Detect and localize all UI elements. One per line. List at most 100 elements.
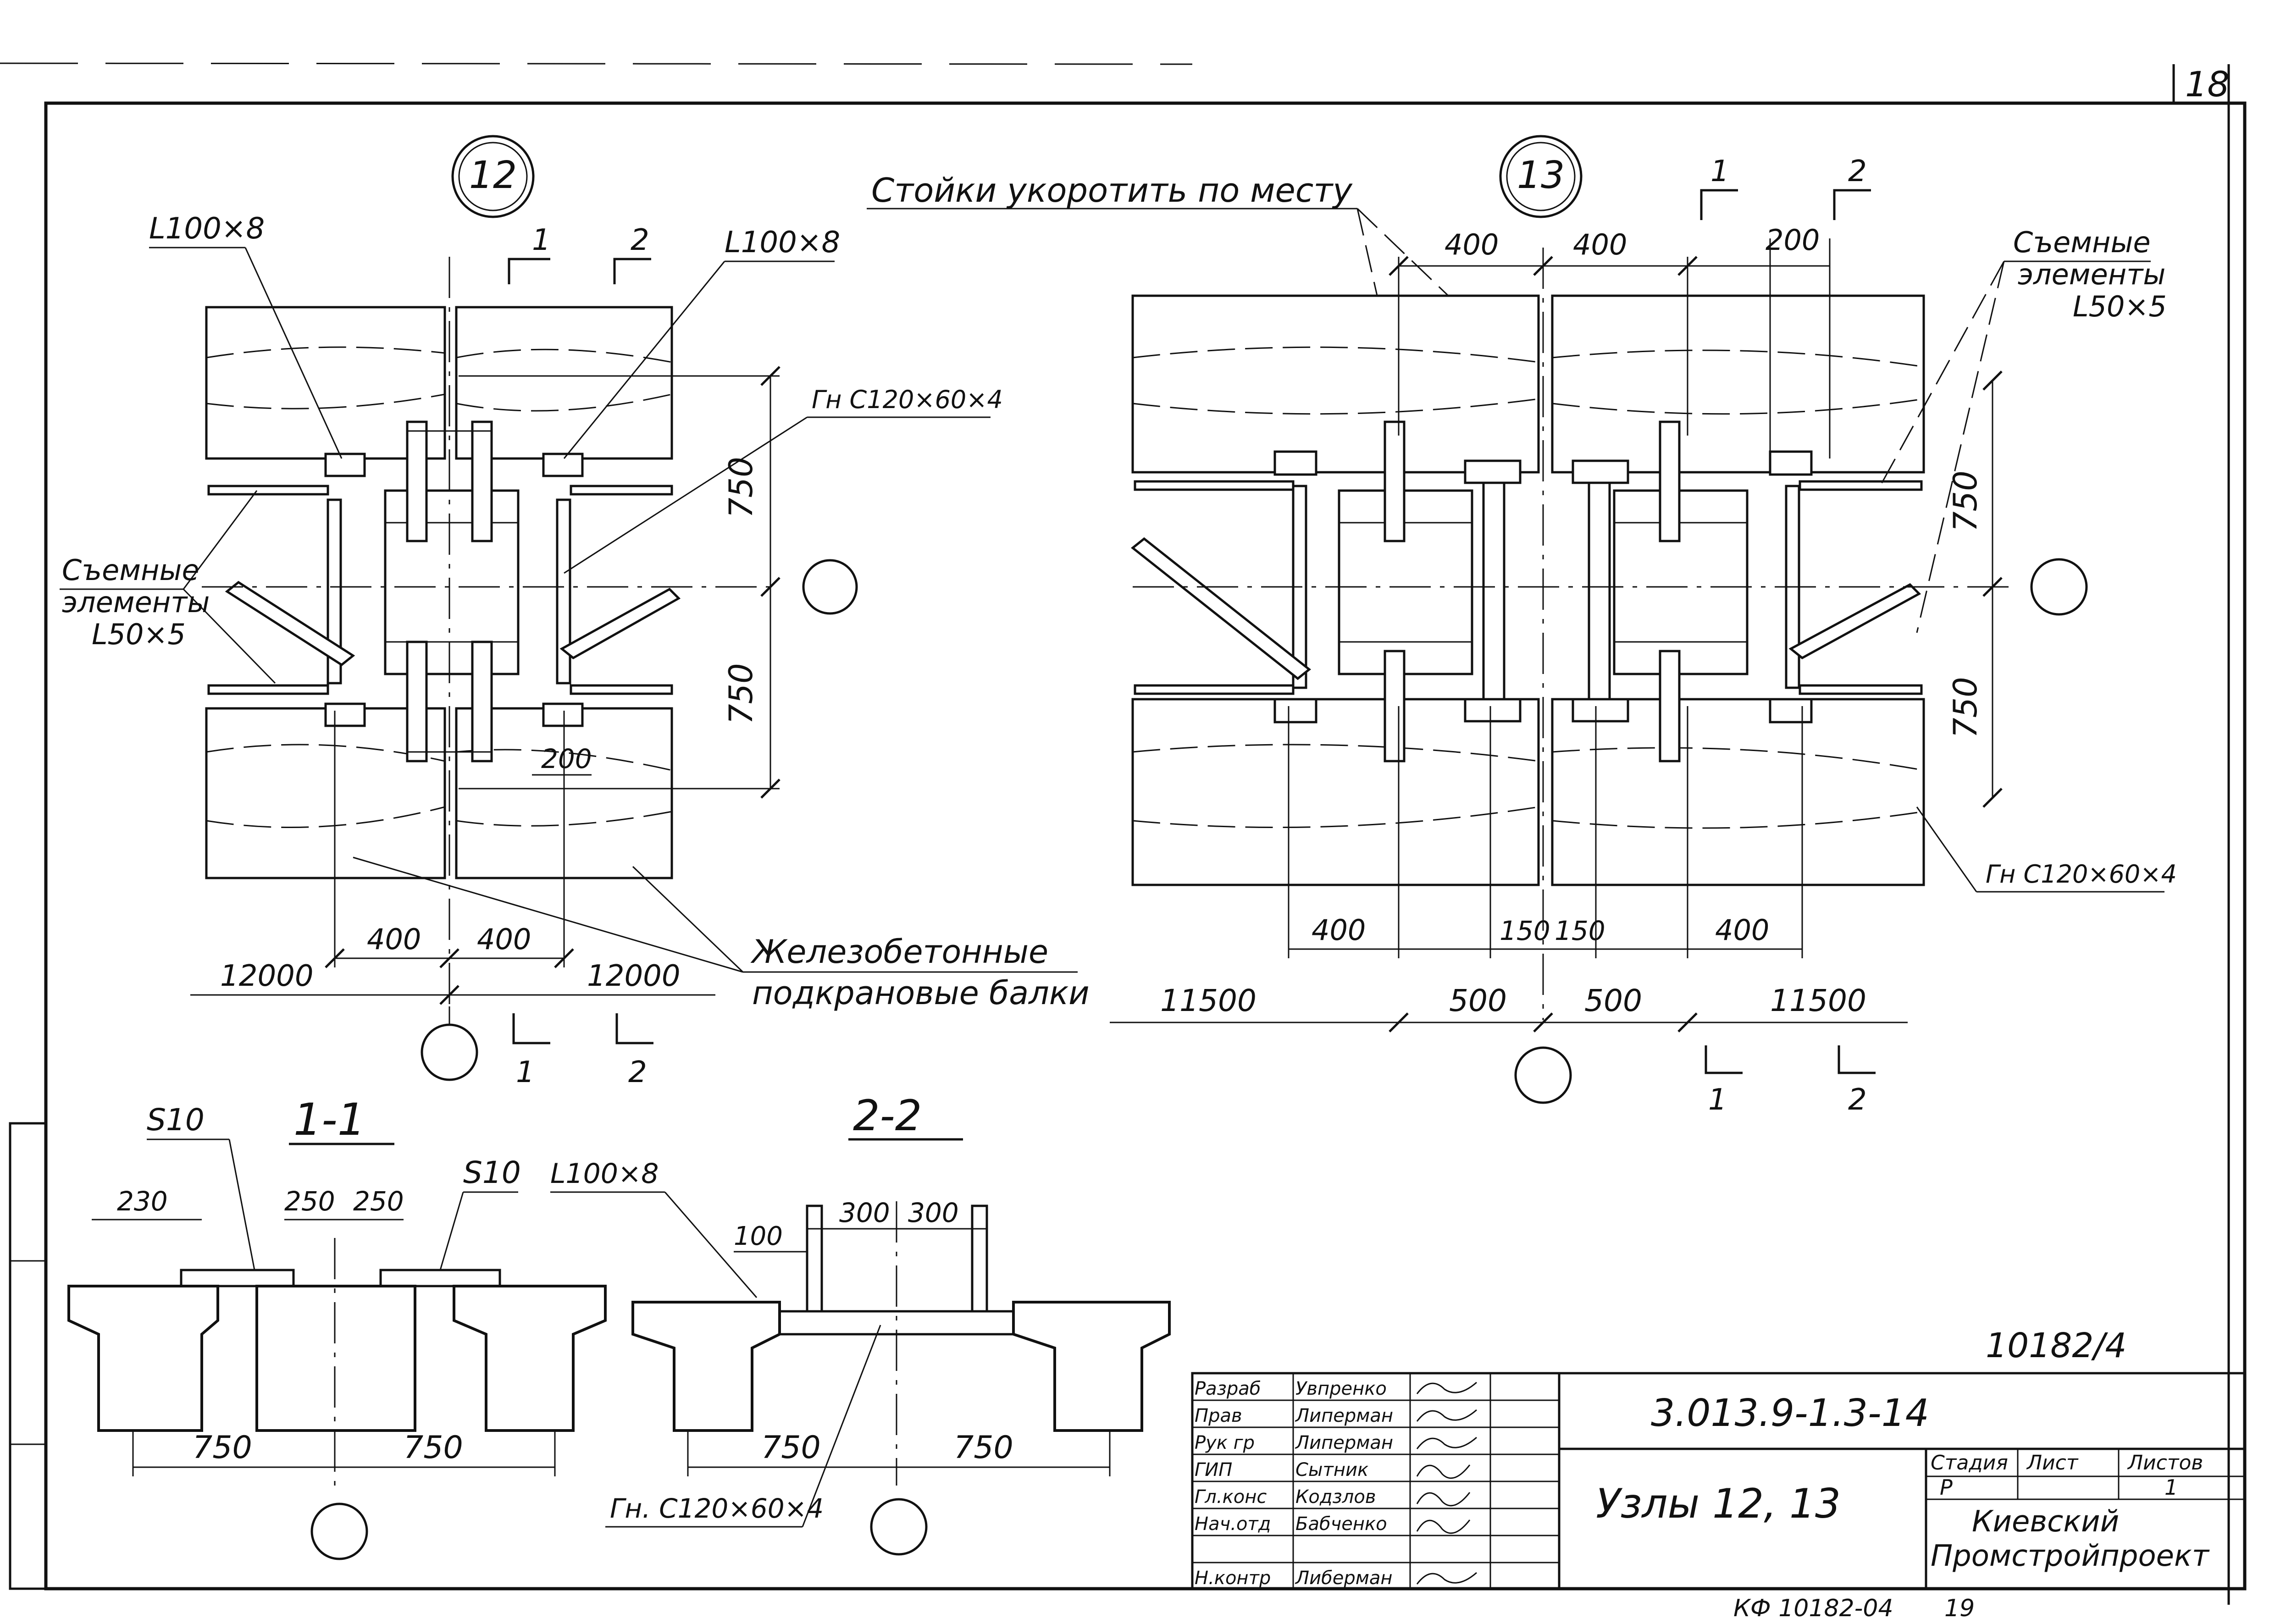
crane-beam xyxy=(1131,698,1540,886)
title-block: Разраб Увпренко Прав Липерман Рук гр Лип… xyxy=(1191,1372,2246,1590)
span-11500: 11500 xyxy=(1160,983,1256,1018)
embedded-plate xyxy=(1464,459,1522,484)
dim-400: 400 xyxy=(367,922,421,956)
embedded-plate xyxy=(1572,459,1629,484)
cut-label: 2 xyxy=(1848,155,1867,188)
section-2-2: 2-2 L100×8 300 300 100 750 750 Гн. С120×… xyxy=(550,1091,1171,1556)
dim-100: 100 xyxy=(734,1221,783,1251)
footer-page: 19 xyxy=(1944,1595,1975,1622)
label-removable: Съемные xyxy=(2013,226,2151,259)
title-role: Н.контр xyxy=(1195,1568,1271,1589)
axis-bubble xyxy=(2030,558,2088,616)
label-beams: Железобетонные xyxy=(750,933,1048,971)
embedded-plate xyxy=(1464,698,1522,723)
title-signer: Липерман xyxy=(1295,1432,1393,1453)
dim-150: 150 xyxy=(1500,915,1550,946)
cut-label: 1 xyxy=(516,1055,535,1089)
dim-400: 400 xyxy=(1445,228,1499,261)
embedded-plate xyxy=(542,702,584,727)
embedded-plate xyxy=(1572,698,1629,723)
dim-750: 750 xyxy=(722,457,760,518)
node-12-number: 12 xyxy=(469,154,517,197)
label-removable: L50×5 xyxy=(2073,290,2167,323)
col-sheet: Лист xyxy=(2026,1451,2079,1475)
org-name: Киевский xyxy=(1972,1505,2119,1539)
val-stage: Р xyxy=(1940,1475,1953,1500)
node-12-plan: 12 xyxy=(60,135,1003,1089)
label-removable: элементы xyxy=(2018,258,2165,291)
title-role: Нач.отд xyxy=(1195,1514,1271,1535)
crane-beam xyxy=(1551,698,1925,886)
dim-750: 750 xyxy=(761,1430,821,1466)
embedded-plate xyxy=(1769,450,1813,476)
axis-bubble xyxy=(802,559,858,615)
embedded-plate xyxy=(1273,698,1317,724)
dim-400: 400 xyxy=(1312,913,1366,947)
label-removable: L50×5 xyxy=(92,618,186,651)
col-stage: Стадия xyxy=(1931,1451,2008,1475)
span-11500: 11500 xyxy=(1770,983,1866,1018)
node-13-plan: 13 Стойки укоротить по месту xyxy=(867,135,2177,1117)
cut-label: 1 xyxy=(1710,155,1729,188)
dim-230: 230 xyxy=(117,1186,168,1217)
dim-200: 200 xyxy=(1766,223,1820,257)
span-12000: 12000 xyxy=(587,959,681,993)
dim-750: 750 xyxy=(404,1430,463,1466)
embedded-plate xyxy=(1769,698,1813,724)
dim-400: 400 xyxy=(477,922,531,956)
dim-150: 150 xyxy=(1555,915,1605,946)
dim-400: 400 xyxy=(1715,913,1769,947)
beam-section xyxy=(67,1285,219,1432)
dim-500: 500 xyxy=(1449,983,1507,1018)
channel-frame xyxy=(384,489,520,675)
embedded-plate xyxy=(324,702,366,727)
beam-section xyxy=(453,1285,607,1432)
label-angle-l100: L100×8 xyxy=(725,226,840,260)
axis-bubble xyxy=(1514,1046,1572,1104)
dim-750: 750 xyxy=(1947,677,1984,738)
label-removable: элементы xyxy=(62,586,210,619)
title-signer: Бабченко xyxy=(1295,1514,1387,1535)
channel-frame xyxy=(1338,489,1473,675)
axis-bubble xyxy=(870,1498,928,1556)
dim-750: 750 xyxy=(193,1430,252,1466)
title-signer: Либерман xyxy=(1295,1568,1393,1589)
dim-750: 750 xyxy=(954,1430,1013,1466)
cut-label: 2 xyxy=(631,223,649,257)
dim-750: 750 xyxy=(1947,470,1984,532)
dim-250: 250 xyxy=(353,1186,404,1217)
embedded-plate xyxy=(324,453,366,477)
section-title: 1-1 xyxy=(293,1094,365,1145)
cut-label: 2 xyxy=(1848,1083,1867,1117)
dim-300: 300 xyxy=(839,1197,890,1228)
label-s10: S10 xyxy=(463,1155,521,1190)
dim-400: 400 xyxy=(1573,228,1627,261)
section-1-1: 1-1 S10 S10 230 250 250 750 750 xyxy=(67,1094,607,1560)
title-role: Прав xyxy=(1195,1405,1242,1426)
dim-300: 300 xyxy=(908,1197,959,1228)
label-channel: Гн С120×60×4 xyxy=(812,385,1003,414)
label-channel: Гн. С120×60×4 xyxy=(610,1493,824,1524)
node-13-number: 13 xyxy=(1517,154,1565,197)
embedded-plate xyxy=(542,453,584,477)
title-role: Разраб xyxy=(1195,1378,1261,1399)
title-signer: Сытник xyxy=(1295,1459,1368,1480)
dim-750: 750 xyxy=(722,663,760,724)
embedded-plate xyxy=(1273,450,1317,476)
title-signer: Липерман xyxy=(1295,1405,1393,1426)
doc-code: 3.013.9-1.3-14 xyxy=(1651,1392,1929,1435)
dim-500: 500 xyxy=(1584,983,1642,1018)
label-shorten: Стойки укоротить по месту xyxy=(871,171,1353,210)
title-role: Гл.конс xyxy=(1195,1486,1267,1508)
sheet-number: 18 xyxy=(2185,64,2230,105)
sheet-frame xyxy=(0,62,2247,1605)
beam-section xyxy=(255,1285,416,1432)
title-signer: Кодзлов xyxy=(1295,1486,1376,1508)
cut-label: 2 xyxy=(628,1055,647,1089)
label-s10: S10 xyxy=(147,1102,205,1138)
label-removable: Съемные xyxy=(62,553,199,587)
node-13-circle xyxy=(1499,135,1583,218)
org-name: Промстройпроект xyxy=(1931,1539,2210,1573)
crane-beam xyxy=(205,306,446,460)
